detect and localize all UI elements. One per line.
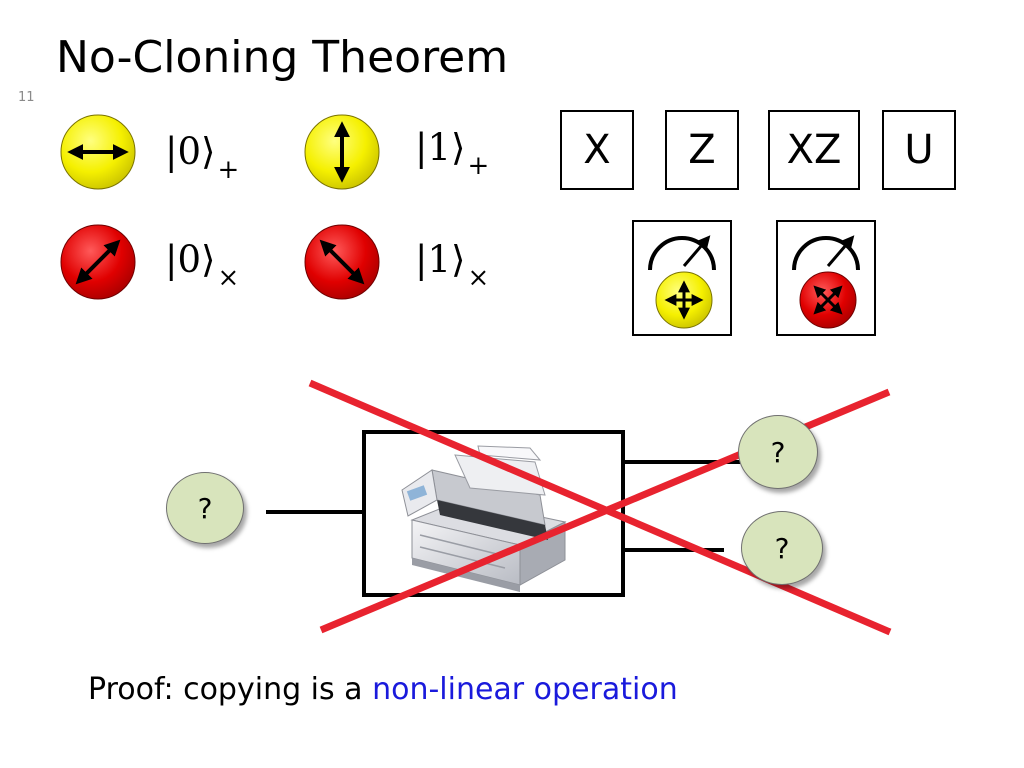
ket-zero-cross: |0⟩× [165, 238, 239, 300]
ket-zero-plus: |0⟩+ [165, 130, 239, 192]
proof-highlight: non-linear operation [372, 672, 678, 707]
output-state-bubble-2: ? [741, 511, 823, 585]
gate-z: Z [665, 110, 739, 190]
ket-label: |1⟩ [415, 238, 466, 281]
proof-prefix: Proof: copying is a [88, 672, 373, 707]
gate-x: X [560, 110, 634, 190]
photocopier-icon [401, 445, 567, 592]
basis-label: + [467, 151, 490, 181]
output-state-bubble-1: ? [738, 415, 818, 489]
double-arrow-diagonal-icon [60, 224, 136, 300]
slide-number: 11 [18, 90, 35, 105]
input-state-bubble: ? [166, 472, 244, 544]
ket-label: |0⟩ [165, 238, 216, 281]
ket-label: |0⟩ [165, 130, 216, 173]
double-arrow-vertical-icon [304, 114, 380, 190]
ket-label: |1⟩ [415, 126, 466, 169]
ket-one-plus: |1⟩+ [415, 126, 489, 188]
meter-four-arrows-icon [632, 220, 732, 336]
double-arrow-antidiagonal-icon [304, 224, 380, 300]
gate-u: U [882, 110, 956, 190]
basis-label: × [217, 263, 240, 293]
gate-xz: XZ [768, 110, 860, 190]
meter-diagonal-arrows-icon [776, 220, 876, 336]
double-arrow-horizontal-icon [60, 114, 136, 190]
slide-title: No-Cloning Theorem [56, 32, 509, 83]
proof-text: Proof: copying is a non-linear operation [88, 668, 678, 712]
cross-out-line-1 [308, 379, 892, 636]
ket-one-cross: |1⟩× [415, 238, 489, 300]
basis-label: × [467, 263, 490, 293]
basis-label: + [217, 155, 240, 185]
